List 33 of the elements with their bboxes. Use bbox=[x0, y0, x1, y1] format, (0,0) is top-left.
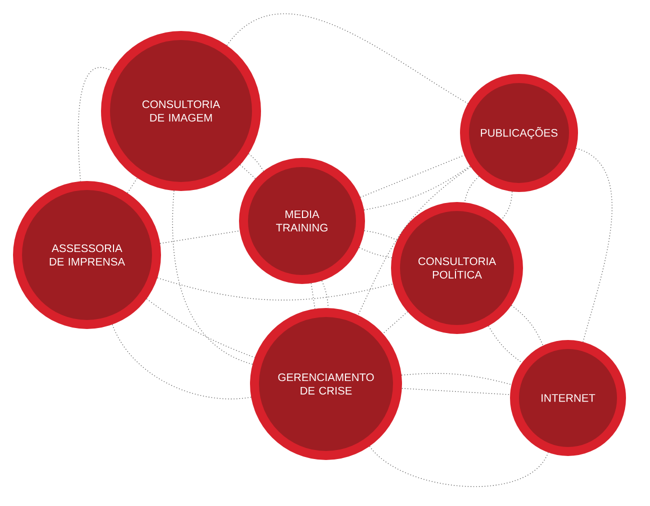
dotted-connector bbox=[488, 326, 522, 364]
dotted-connector bbox=[382, 311, 408, 334]
dotted-connector bbox=[501, 191, 513, 220]
dotted-connector bbox=[358, 247, 392, 258]
dotted-connector bbox=[358, 166, 472, 316]
circle-node: INTERNET bbox=[510, 340, 626, 456]
circle-node: GERENCIAMENTO DE CRISE bbox=[250, 308, 402, 460]
circle-node: CONSULTORIA POLÍTICA bbox=[391, 202, 523, 334]
dotted-connector bbox=[156, 277, 394, 300]
dotted-connector bbox=[511, 304, 544, 346]
dotted-connector bbox=[369, 446, 549, 487]
dotted-connector bbox=[112, 324, 252, 400]
dotted-connector bbox=[160, 230, 240, 244]
dotted-connector bbox=[401, 388, 510, 396]
dotted-connector bbox=[360, 154, 465, 198]
dotted-connector bbox=[78, 67, 112, 182]
dotted-connector bbox=[172, 190, 253, 365]
dotted-connector bbox=[364, 230, 398, 241]
dotted-connector bbox=[310, 282, 316, 310]
dotted-connector bbox=[364, 166, 471, 210]
dotted-connector bbox=[146, 298, 256, 358]
dotted-connector bbox=[248, 153, 264, 172]
dotted-connector bbox=[127, 178, 138, 194]
dotted-connector bbox=[321, 280, 329, 308]
circle-node: PUBLICAÇÕES bbox=[460, 74, 578, 192]
dotted-connector bbox=[576, 148, 612, 342]
circle-node: MEDIA TRAINING bbox=[239, 158, 365, 284]
dotted-connector bbox=[464, 176, 480, 203]
circle-node: ASSESSORIA DE IMPRENSA bbox=[13, 180, 161, 329]
circle-node: CONSULTORIA DE IMAGEM bbox=[101, 31, 261, 191]
dotted-connector bbox=[240, 164, 256, 180]
dotted-connector bbox=[401, 373, 512, 386]
dotted-connector bbox=[226, 14, 468, 104]
